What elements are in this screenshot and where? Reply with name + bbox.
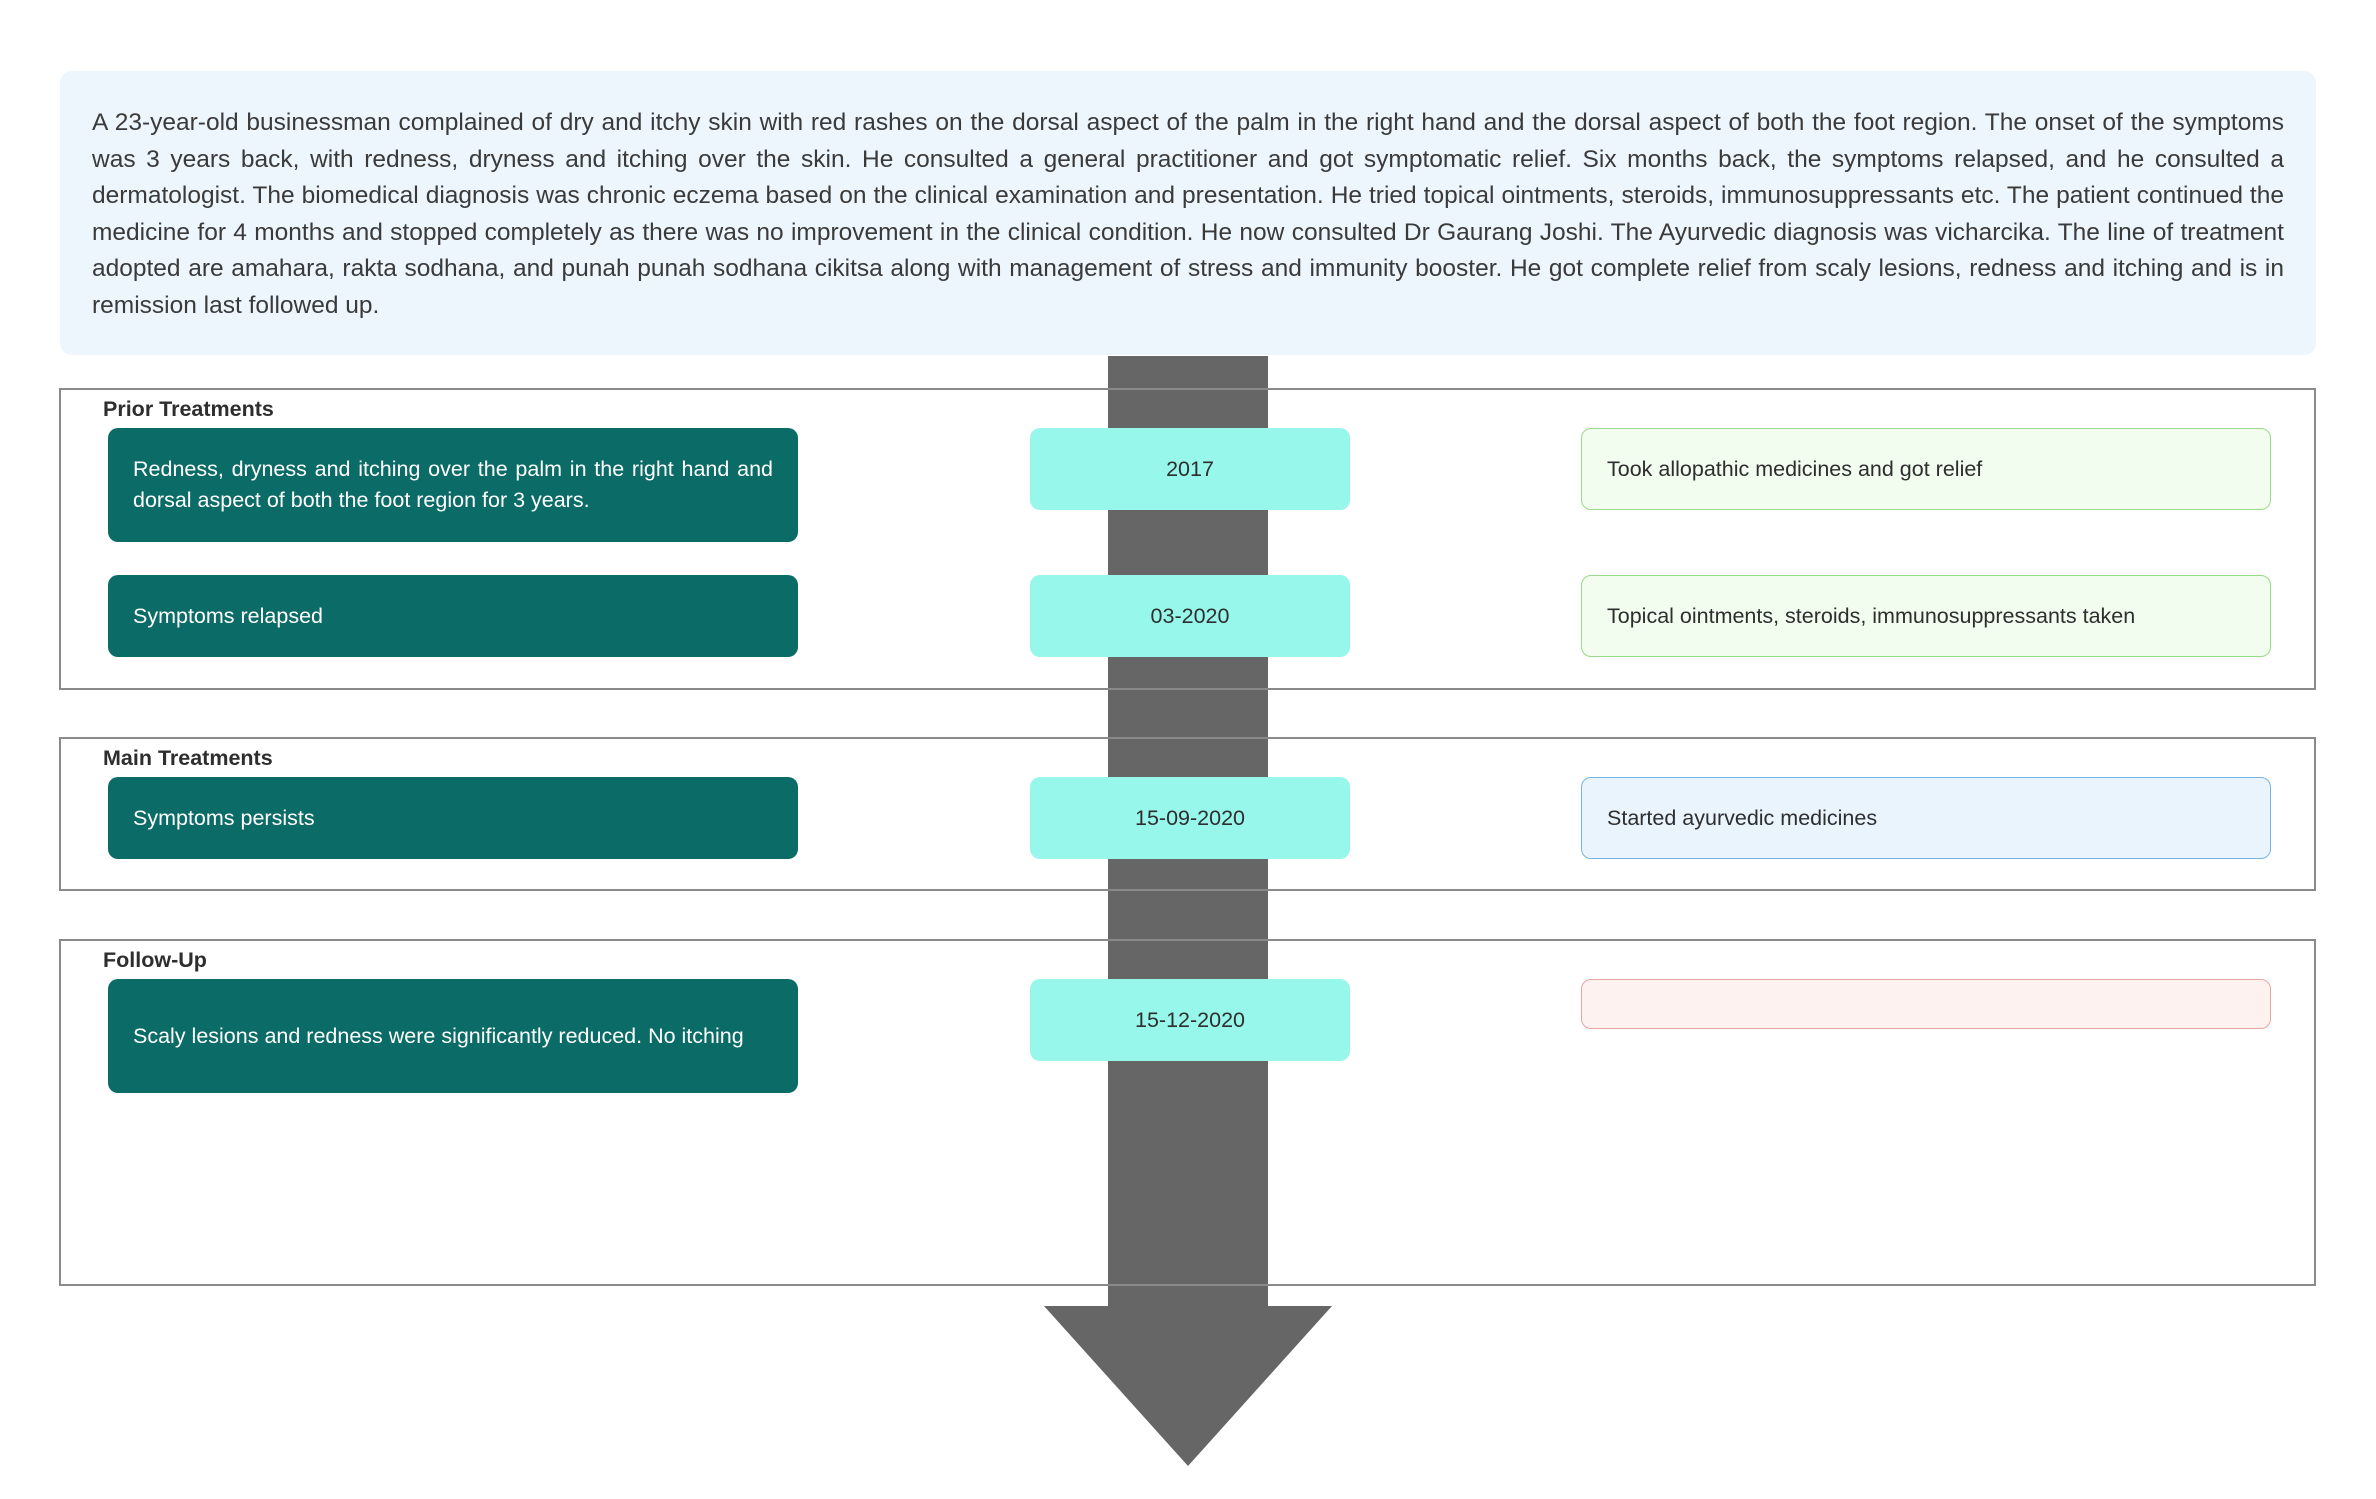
- event-box: Symptoms relapsed: [108, 575, 798, 657]
- treatment-box: [1581, 979, 2271, 1029]
- section-title: Main Treatments: [103, 746, 273, 770]
- event-box: Scaly lesions and redness were significa…: [108, 979, 798, 1093]
- event-text: Symptoms relapsed: [133, 603, 323, 628]
- treatment-box: Started ayurvedic medicines: [1581, 777, 2271, 859]
- section-prior-treatments: Prior Treatments: [59, 388, 2316, 690]
- section-main-treatments: Main Treatments: [59, 737, 2316, 891]
- section-title: Prior Treatments: [103, 397, 274, 421]
- case-summary: A 23-year-old businessman complained of …: [60, 71, 2316, 355]
- date-box: 2017: [1030, 428, 1350, 510]
- date-box: 03-2020: [1030, 575, 1350, 657]
- treatment-box: Took allopathic medicines and got relief: [1581, 428, 2271, 510]
- event-text: Symptoms persists: [133, 805, 315, 830]
- event-text: Redness, dryness and itching over the pa…: [133, 457, 773, 512]
- treatment-box: Topical ointments, steroids, immunosuppr…: [1581, 575, 2271, 657]
- event-box: Redness, dryness and itching over the pa…: [108, 428, 798, 542]
- event-text: Scaly lesions and redness were significa…: [133, 1023, 744, 1048]
- section-follow-up: Follow-Up: [59, 939, 2316, 1286]
- event-box: Symptoms persists: [108, 777, 798, 859]
- date-box: 15-12-2020: [1030, 979, 1350, 1061]
- timeline-arrow-head: [1044, 1306, 1332, 1466]
- section-title: Follow-Up: [103, 948, 207, 972]
- date-box: 15-09-2020: [1030, 777, 1350, 859]
